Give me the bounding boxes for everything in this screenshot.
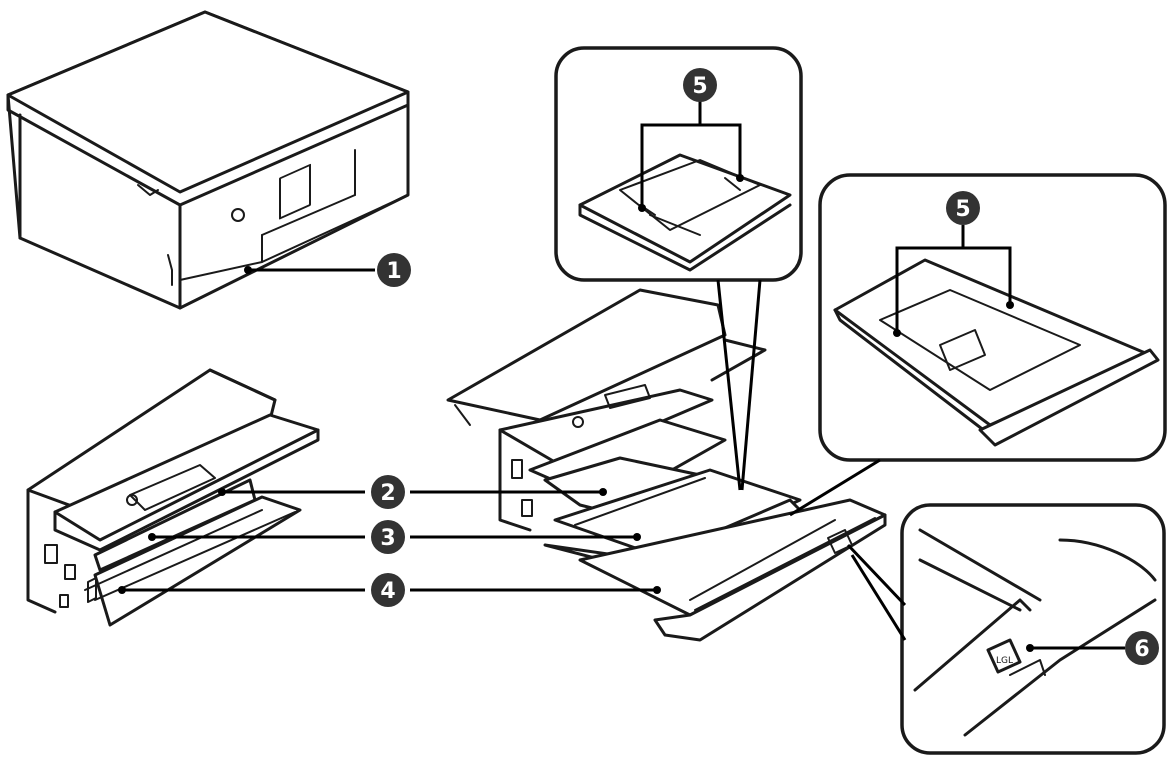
callout-4-label: 4 (380, 579, 395, 604)
callout-6-label: 6 (1134, 637, 1149, 662)
callout-2: 2 (371, 475, 405, 509)
callout-5a: 5 (683, 68, 717, 102)
callout-5b: 5 (946, 191, 980, 225)
callout-1: 1 (377, 253, 411, 287)
callout-5b-label: 5 (955, 197, 970, 222)
inset-connector-lines (716, 279, 907, 641)
callout-6: 6 (1125, 631, 1159, 665)
callout-3: 3 (371, 520, 405, 554)
paper-size-mark-text: LGL (996, 656, 1013, 666)
callout-3-label: 3 (380, 526, 395, 551)
printer-front-left-illustration (26, 368, 320, 627)
inset-paper-size-marking: LGL (900, 503, 1166, 755)
inset-photo-tray-guides (554, 46, 803, 282)
printer-overview-illustration (6, 10, 410, 310)
leader-lines (118, 266, 661, 594)
callout-2-label: 2 (380, 481, 395, 506)
callout-4: 4 (371, 573, 405, 607)
callout-1-label: 1 (386, 259, 401, 284)
callout-5a-label: 5 (692, 74, 707, 99)
inset-paper-tray-guides (818, 173, 1167, 462)
